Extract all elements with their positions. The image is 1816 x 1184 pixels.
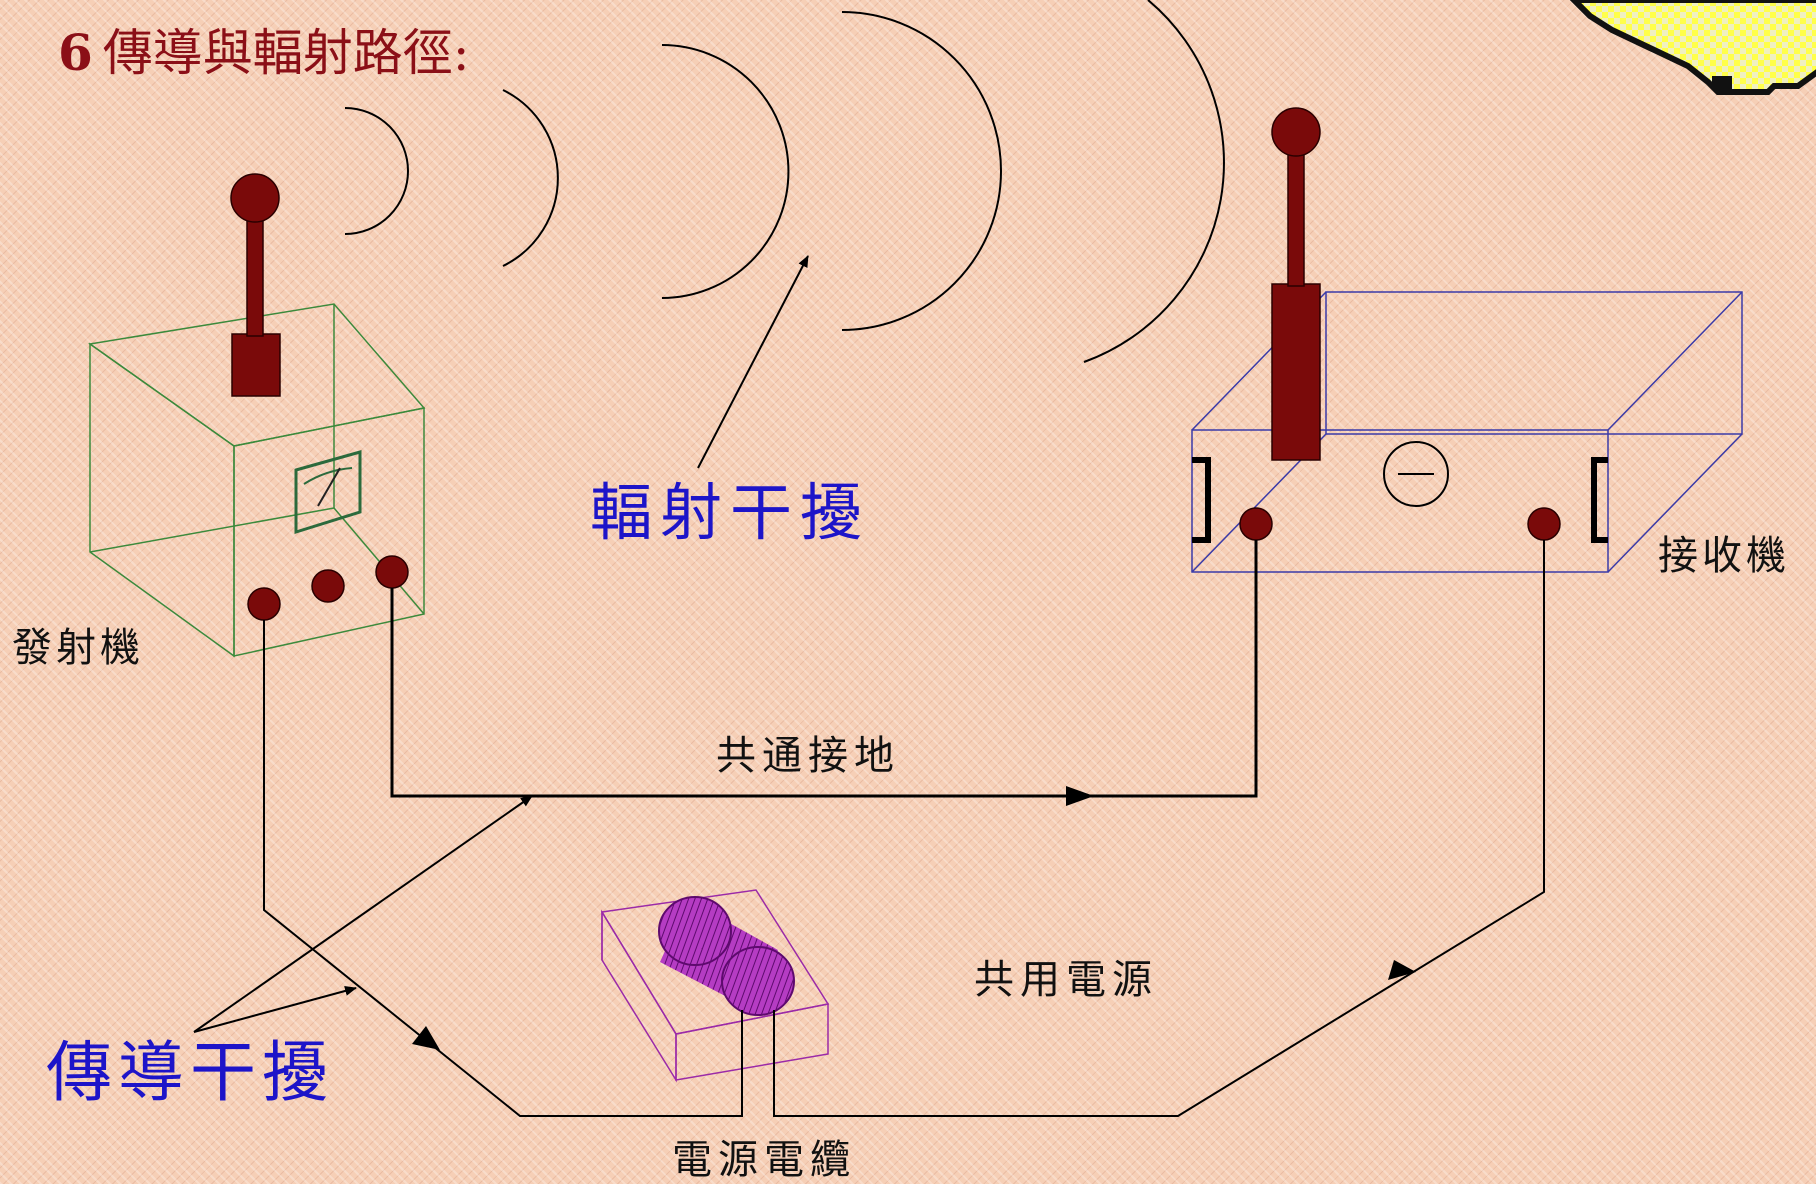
arrow [193,986,357,1033]
common-ground-wire [390,540,1258,798]
transmitter-terminals [247,555,409,621]
receiver-label: 接收機 [1658,533,1790,579]
slide-title-text: 傳導與輻射路徑: [102,24,470,82]
radiated-arrow [697,255,809,469]
arrow [412,1026,440,1050]
terminal [247,587,281,621]
receiver-terminals [1239,507,1561,541]
conducted-arrows [193,795,533,1033]
lightbulb-icon [1569,0,1816,95]
terminal [1239,507,1273,541]
conducted-interference-label: 傳導干擾 [46,1034,334,1111]
transmitter-label: 發射機 [12,625,144,671]
shared-power-label: 共用電源 [974,957,1158,1003]
common-ground-label: 共通接地 [716,733,900,779]
arrow [1388,960,1416,980]
transmitter-antenna [230,173,281,397]
radio-wave [1083,0,1225,363]
meter-icon [294,450,362,535]
receiver-handles [1192,457,1608,543]
transmitter-box [88,303,426,658]
arrow [193,795,533,1033]
cable-coil [658,896,795,1016]
power-cable-label: 電源電纜 [672,1137,856,1183]
radio-wave [841,11,1002,331]
power-wires [263,540,1545,1117]
radio-wave [344,107,409,235]
radio-waves [344,0,1225,363]
minus-dial-icon [1383,441,1449,507]
arrow [1066,786,1094,806]
slide-number: 6 [58,23,93,82]
terminal [1527,507,1561,541]
radiated-interference-label: 輻射干擾 [590,476,871,549]
radio-wave [661,44,790,299]
radio-wave [502,89,559,267]
terminal [311,569,345,603]
receiver-antenna [1271,107,1321,461]
flow-arrows [412,786,1416,1050]
terminal [375,555,409,589]
